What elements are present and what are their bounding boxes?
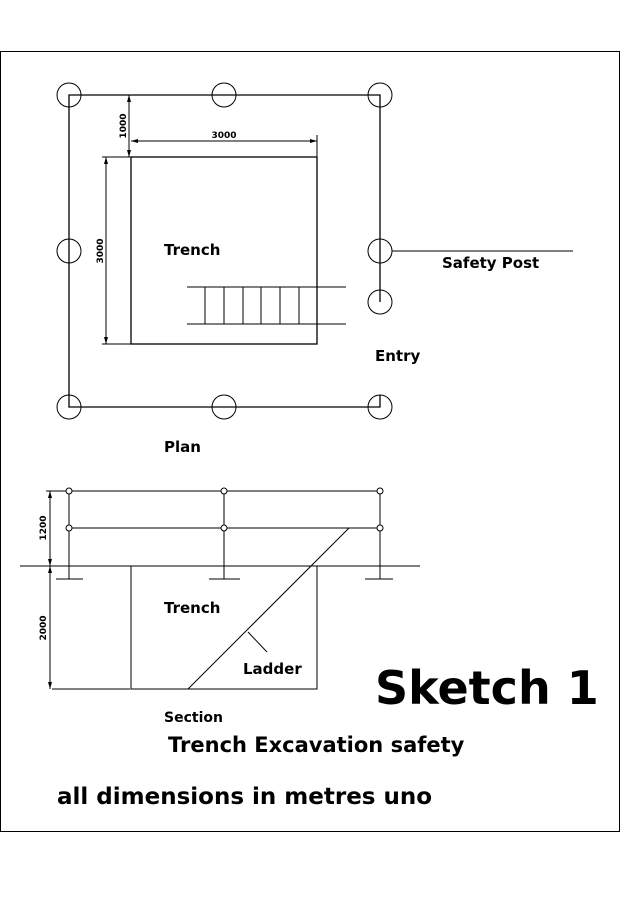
plan-view: 3000 1000 3000 Trench Safety Post Entry … (56, 82, 573, 456)
dim-length-label: 3000 (96, 238, 106, 263)
barrier-outline (68, 94, 381, 408)
drawing-subtitle: Trench Excavation safety (168, 733, 465, 757)
post-circle (367, 289, 393, 315)
dim-depth-label: 2000 (39, 615, 49, 640)
dim-width-label: 3000 (211, 131, 236, 141)
entry-label: Entry (375, 347, 420, 365)
sketch-title: Sketch 1 (375, 661, 599, 715)
safety-posts (56, 82, 393, 420)
post-circle (211, 82, 237, 108)
dim-rail-height-label: 1200 (39, 515, 49, 540)
post-circle (211, 394, 237, 420)
trench-outline-plan (130, 156, 318, 345)
trench-outline-section (130, 566, 318, 690)
ladder-leader (247, 631, 268, 653)
post-circle (367, 82, 393, 108)
dimensions-note: all dimensions in metres uno (57, 784, 432, 810)
ladder-section (187, 527, 350, 690)
dim-offset-label: 1000 (119, 113, 129, 138)
post-circle (56, 82, 82, 108)
section-title: Section (164, 710, 223, 726)
post-circle (56, 238, 82, 264)
section-view: 1200 2000 Trench Ladder Section (20, 487, 420, 726)
safety-post-label: Safety Post (442, 254, 539, 272)
dimension-lines-plan (102, 95, 318, 345)
drawing-border (0, 51, 620, 832)
section-trench-label: Trench (164, 599, 220, 617)
ladder-label: Ladder (243, 660, 302, 678)
post-circle (367, 394, 393, 420)
ladder-plan (187, 286, 346, 325)
plan-title: Plan (164, 438, 201, 456)
plan-trench-label: Trench (164, 241, 220, 259)
post-circle (56, 394, 82, 420)
